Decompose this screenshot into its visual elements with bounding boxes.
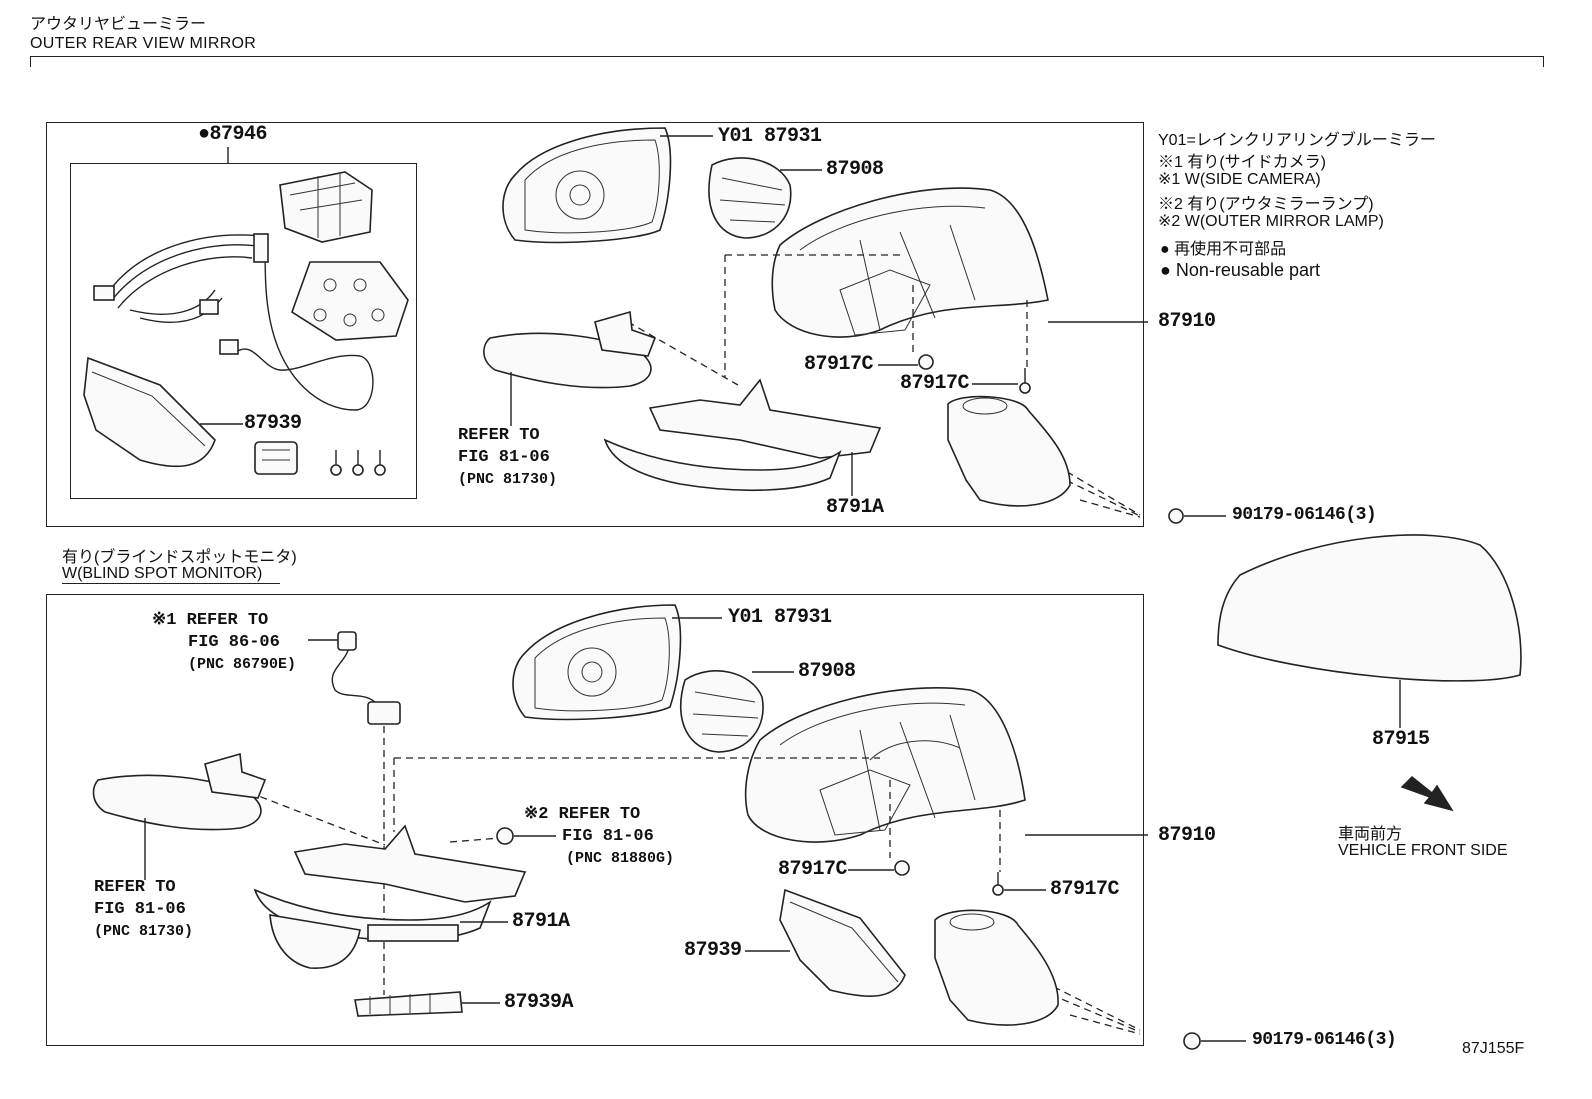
legend-nonreusable-jp: ● 再使用不可部品 <box>1160 241 1287 258</box>
refer-note-turn-lamp: REFER TO FIG 81-06 (PNC 81730) <box>458 426 558 488</box>
mirror-base-8791a-bottom-drawing <box>253 824 527 969</box>
turn-signal-lamp-bottom-drawing <box>92 752 267 831</box>
part-label-8791a: 8791A <box>512 910 570 933</box>
wire-harness-drawing <box>93 233 374 411</box>
part-label-87908: 87908 <box>798 660 856 683</box>
part-label-87946: ●87946 <box>198 123 268 146</box>
part-label-y01-87931: Y01 87931 <box>728 606 832 629</box>
part-label-87910: 87910 <box>1158 310 1216 333</box>
bullet-icon: ● <box>1160 260 1171 280</box>
part-label-8791a: 8791A <box>826 496 884 519</box>
part-label-87917c: 87917C <box>1050 878 1120 901</box>
mirror-glass-bottom-drawing <box>512 604 682 721</box>
part-label-87917c: 87917C <box>778 858 848 881</box>
part-label-87917c: 87917C <box>804 353 874 376</box>
part-label-y01-87931: Y01 87931 <box>718 125 822 148</box>
mirror-cover-87915-drawing <box>1217 534 1522 682</box>
mirror-housing-bottom-drawing <box>744 687 1026 843</box>
refer-note-turn-lamp: REFER TO FIG 81-06 (PNC 81730) <box>94 878 194 940</box>
actuator-87908-bottom-drawing <box>680 670 764 753</box>
legend-nonreusable-en: ● Non-reusable part <box>1160 260 1320 280</box>
harness-subbox <box>70 163 417 499</box>
part-87939a-drawing <box>354 991 463 1017</box>
legend-note1-en: ※1 W(SIDE CAMERA) <box>1158 171 1321 188</box>
cover-87939-drawing <box>83 356 216 468</box>
part-label-87908: 87908 <box>826 158 884 181</box>
legend-note2-jp: ※2 有り(アウタミラーランプ) <box>1158 196 1374 213</box>
mirror-cover-base-top-drawing <box>947 395 1071 507</box>
mirror-base-8791a-top-drawing <box>603 378 882 492</box>
mirror-actuator-motor-drawing <box>279 171 373 243</box>
mirror-base-plate-drawing <box>291 261 409 341</box>
part-label-87939a: 87939A <box>504 991 574 1014</box>
cover-87939-bottom-drawing <box>779 888 906 998</box>
bullet-icon: ● <box>1160 241 1170 258</box>
mirror-cover-base-bottom-drawing <box>934 909 1059 1026</box>
part-label-87915: 87915 <box>1372 728 1430 751</box>
vehicle-front-en: VEHICLE FRONT SIDE <box>1338 842 1508 859</box>
bottom-section-box <box>46 594 1144 1046</box>
vehicle-front-arrow-icon <box>1400 775 1454 812</box>
screws-drawing <box>330 450 386 476</box>
bsm-heading-jp: 有り(ブラインドスポットモニタ) <box>62 549 297 566</box>
part-label-87910: 87910 <box>1158 824 1216 847</box>
legend-note1-jp: ※1 有り(サイドカメラ) <box>1158 154 1327 171</box>
legend-y01: Y01=レインクリアリングブルーミラー <box>1158 132 1436 149</box>
mirror-housing-top-drawing <box>771 187 1049 338</box>
part-label-90179-06146: 90179-06146(3) <box>1232 505 1377 525</box>
part-label-87917c: 87917C <box>900 372 970 395</box>
legend-note2-en: ※2 W(OUTER MIRROR LAMP) <box>1158 213 1384 230</box>
title-english: OUTER REAR VIEW MIRROR <box>30 35 257 52</box>
top-section-box <box>46 122 1144 527</box>
header-bracket-rule <box>30 56 1544 67</box>
mirror-glass-top-drawing <box>502 127 672 244</box>
actuator-87908-top-drawing <box>708 157 792 239</box>
part-label-87939: 87939 <box>244 412 302 435</box>
part-label-90179-06146: 90179-06146(3) <box>1252 1030 1397 1050</box>
bsm-heading-en: W(BLIND SPOT MONITOR) <box>62 565 281 584</box>
turn-signal-lamp-top-drawing <box>483 310 657 389</box>
part-label-87939: 87939 <box>684 939 742 962</box>
vehicle-front-jp: 車両前方 <box>1338 826 1403 843</box>
figure-code: 87J155F <box>1462 1040 1525 1057</box>
refer-note-mirror-lamp: ※2 REFER TO FIG 81-06 (PNC 81880G) <box>524 805 675 867</box>
title-japanese: アウタリヤビューミラー <box>30 16 207 33</box>
refer-note-side-camera: ※1 REFER TO FIG 86-06 (PNC 86790E) <box>152 611 297 673</box>
